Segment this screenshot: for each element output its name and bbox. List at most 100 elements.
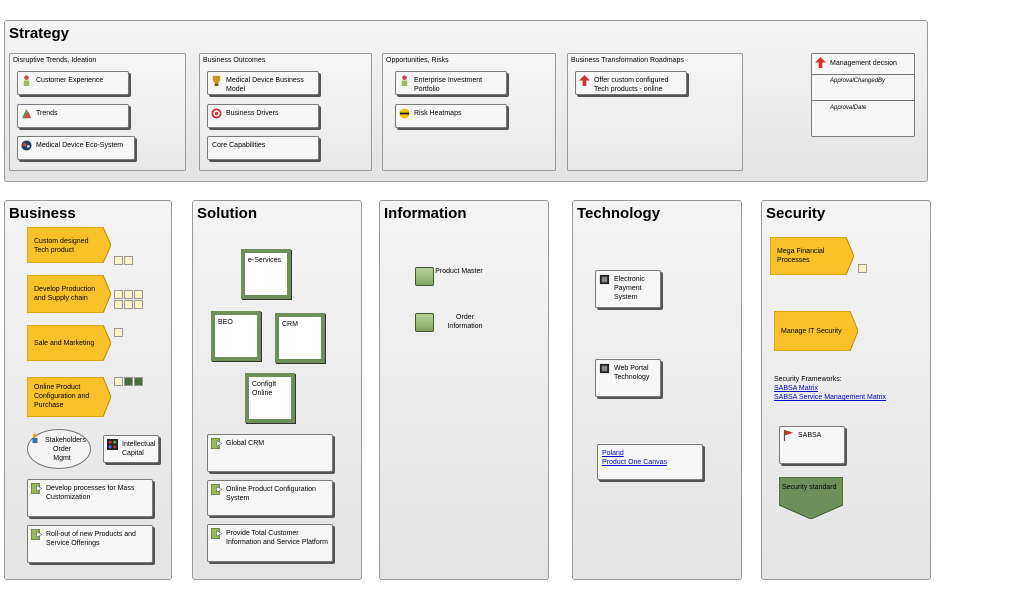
mini-icon: [134, 377, 143, 386]
process-online-config[interactable]: Online Product Configuration and Purchas…: [27, 377, 111, 417]
chip-icon: [599, 363, 610, 374]
total-customer-card[interactable]: Provide Total Customer Information and S…: [207, 524, 333, 562]
risk-heatmaps-card[interactable]: Risk Heatmaps: [395, 104, 507, 128]
eco-system-card[interactable]: Medical Device Eco-System: [17, 136, 135, 160]
red-arrow-icon: [815, 57, 826, 68]
process-develop-production[interactable]: Develop Production and Supply chain: [27, 275, 111, 313]
business-drivers-card[interactable]: Business Drivers: [207, 104, 319, 128]
sabsa-matrix-link[interactable]: SABSA Matrix: [774, 385, 818, 392]
opportunities-risks-title: Opportunities, Risks: [386, 57, 449, 64]
solution-panel: Solution e-Services BEO CRM ConfigIt Onl…: [192, 200, 362, 580]
business-panel: Business Custom designed Tech product De…: [4, 200, 172, 580]
mini-icon: [124, 377, 133, 386]
electronic-payment-label: Electronic Payment System: [614, 276, 645, 301]
online-config-system-label: Online Product Configuration System: [226, 486, 316, 502]
pentagon-down-shape: [778, 476, 844, 520]
product-master-entity-icon[interactable]: [415, 267, 434, 286]
crm-box[interactable]: CRM: [275, 313, 325, 363]
process-mega-financial-label: Mega Financial Processes: [777, 248, 825, 264]
mini-icon: [134, 300, 143, 309]
investment-portfolio-card[interactable]: Enterprise Investment Portfolio: [395, 71, 507, 95]
process-mega-financial[interactable]: Mega Financial Processes: [770, 237, 854, 275]
mini-icon: [124, 256, 133, 265]
process-chevron-shape: [770, 237, 854, 275]
process-chevron-shape: [774, 311, 858, 351]
security-standard-shape[interactable]: Security standard: [778, 476, 844, 520]
mini-icon: [114, 328, 123, 337]
process-custom-designed[interactable]: Custom designed Tech product: [27, 227, 111, 263]
global-crm-card[interactable]: Global CRM: [207, 434, 333, 472]
mini-icon: [858, 264, 867, 273]
trophy-icon: [212, 75, 221, 86]
core-capabilities-card[interactable]: Core Capabilities: [207, 136, 319, 160]
configit-box[interactable]: ConfigIt Online: [245, 373, 295, 423]
management-decision-label: Management decsion: [830, 60, 897, 67]
decision-divider-1: [812, 74, 914, 75]
product-master-label: Product Master: [435, 268, 483, 275]
sabsa-card[interactable]: SABSA: [779, 426, 845, 464]
technology-panel: Technology Electronic Payment System Web…: [572, 200, 742, 580]
mini-icon: [114, 377, 123, 386]
process-online-config-label: Online Product Configuration and Purchas…: [34, 384, 90, 409]
person-icon: [23, 75, 30, 86]
action-arrow-icon: [211, 528, 222, 539]
opportunities-risks-group: Opportunities, Risks Enterprise Investme…: [382, 53, 556, 171]
eco-system-label: Medical Device Eco-System: [36, 142, 124, 149]
intellectual-capital-card[interactable]: Intellectual Capital: [103, 435, 159, 463]
information-panel: Information Product Master Order Informa…: [379, 200, 549, 580]
action-arrow-icon: [31, 529, 42, 540]
chip-icon: [599, 274, 610, 285]
online-config-system-card[interactable]: Online Product Configuration System: [207, 480, 333, 516]
product-one-canvas-link[interactable]: Product One Canvas: [602, 459, 667, 466]
action-arrow-icon: [31, 483, 42, 494]
process-sale-marketing[interactable]: Sale and Marketing: [27, 325, 111, 361]
risk-icon: [399, 108, 410, 119]
process-custom-designed-label: Custom designed Tech product: [34, 238, 89, 254]
e-services-label: e-Services: [248, 257, 282, 264]
core-capabilities-label: Core Capabilities: [212, 142, 266, 149]
beo-label: BEO: [218, 319, 233, 326]
intellectual-capital-label: Intellectual Capital: [122, 441, 156, 457]
stakeholders-ellipse[interactable]: Stakeholders Order Mgmt: [27, 429, 91, 469]
sabsa-service-management-link[interactable]: SABSA Service Management Matrix: [774, 394, 887, 401]
risk-heatmaps-label: Risk Heatmaps: [414, 110, 462, 117]
management-decision-card[interactable]: Management decsion ApprovalChangedBy App…: [811, 53, 915, 137]
action-arrow-icon: [211, 438, 222, 449]
process-chevron-shape: [27, 325, 111, 361]
business-outcomes-group: Business Outcomes Medical Device Busines…: [199, 53, 372, 171]
process-develop-production-label: Develop Production and Supply chain: [34, 286, 96, 302]
configit-label: ConfigIt Online: [252, 381, 277, 397]
decision-divider-2: [812, 100, 914, 101]
crm-label: CRM: [282, 321, 298, 328]
order-information-entity-icon[interactable]: [415, 313, 434, 332]
target-icon: [211, 108, 222, 119]
trends-card[interactable]: Trends: [17, 104, 129, 128]
sabsa-label: SABSA: [798, 432, 822, 439]
web-portal-card[interactable]: Web Portal Technology: [595, 359, 661, 397]
poland-link[interactable]: Poland: [602, 450, 624, 457]
rollout-card[interactable]: Roll-out of new Products and Service Off…: [27, 525, 153, 563]
offer-custom-card[interactable]: Offer custom configured Tech products - …: [575, 71, 687, 95]
business-model-label: Medical Device Business Model: [226, 77, 304, 93]
stakeholders-label: Stakeholders Order Mgmt: [45, 437, 86, 462]
e-services-box[interactable]: e-Services: [241, 249, 291, 299]
beo-box[interactable]: BEO: [211, 311, 261, 361]
red-arrow-icon: [579, 75, 590, 86]
security-standard-label: Security standard: [782, 484, 837, 491]
process-manage-it-security[interactable]: Manage IT Security: [774, 311, 858, 351]
business-model-card[interactable]: Medical Device Business Model: [207, 71, 319, 95]
customer-experience-card[interactable]: Customer Experience: [17, 71, 129, 95]
approval-changed-by: ApprovalChangedBy: [830, 78, 886, 84]
links-card: Poland Product One Canvas: [597, 444, 703, 480]
develop-processes-card[interactable]: Develop processes for Mass Customization: [27, 479, 153, 517]
information-title: Information: [384, 205, 467, 222]
solution-title: Solution: [197, 205, 257, 222]
action-arrow-icon: [211, 484, 222, 495]
process-manage-it-security-label: Manage IT Security: [781, 328, 842, 335]
total-customer-label: Provide Total Customer Information and S…: [226, 530, 328, 546]
person-icon: [401, 75, 408, 86]
flag-icon: [783, 430, 794, 441]
electronic-payment-card[interactable]: Electronic Payment System: [595, 270, 661, 308]
mini-icon: [124, 290, 133, 299]
security-frameworks-label: Security Frameworks:: [774, 376, 842, 383]
